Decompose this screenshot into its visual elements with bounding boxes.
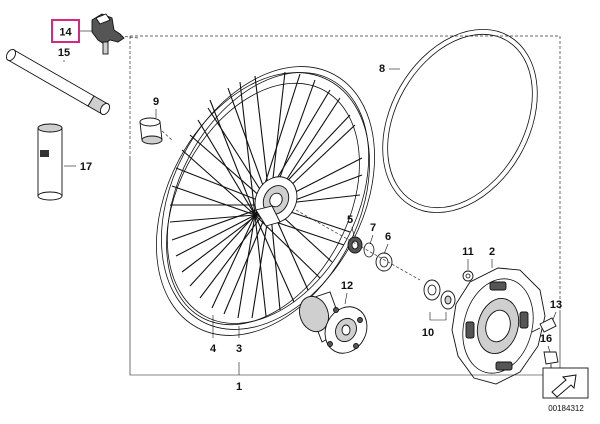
callout-14-label: 14 [59,27,72,39]
washer-12-part [462,270,474,282]
hub-part [299,291,368,354]
callout-16[interactable]: 16 [540,333,552,353]
callout-9-label: 9 [153,96,159,108]
callout-2[interactable]: 12 [341,280,353,305]
callout-17[interactable]: 17 [64,161,92,173]
callout-3[interactable]: 3 [236,326,242,355]
assembly-frame [129,35,561,310]
bolt-13-part [531,317,557,333]
callout-11-label: 2 [489,246,495,258]
callout-14[interactable]: 14 [51,19,92,43]
callout-12[interactable]: 11 [462,246,474,270]
callout-10-label: 10 [422,327,434,339]
callout-8-label: 8 [379,63,385,75]
callout-5-label: 5 [347,214,353,226]
callout-6-label: 6 [385,231,391,243]
callout-4[interactable]: 4 [210,315,217,355]
callout-13-label: 13 [550,299,562,311]
callout-9[interactable]: 9 [153,96,159,118]
callout-15-label: 15 [58,47,70,59]
callout-10[interactable]: 10 [422,312,447,339]
callout-2-label: 12 [341,280,353,292]
callout-16-label: 16 [540,333,552,345]
arrow-icon [542,367,589,399]
axle-line [295,209,421,281]
callout-7[interactable]: 7 [369,222,376,245]
ring-part [363,242,375,258]
wheel-hub [254,176,298,227]
tire-valve-part [91,13,139,55]
callout-15[interactable]: 15 [58,47,70,62]
reference-number: 00184312 [548,404,584,413]
callout-1-label: 1 [236,381,242,393]
brake-disc-part [451,267,546,385]
callout-12-label: 11 [462,246,474,258]
callout-5[interactable]: 5 [347,214,355,237]
callout-11[interactable]: 2 [489,246,495,268]
callout-6[interactable]: 6 [383,231,391,255]
rim-tape-part [382,28,538,214]
callout-14-highlight [51,19,80,43]
seal-part [347,236,363,254]
lubricant-can-part [37,123,63,201]
callout-8[interactable]: 8 [379,63,400,75]
bolt-16-part [543,351,559,368]
callout-1[interactable]: 1 [129,158,561,393]
axle-part [5,48,111,116]
callout-17-label: 17 [80,161,92,173]
bearing-part [375,252,393,272]
callout-4-label: 4 [210,343,217,355]
callout-7-label: 7 [370,222,376,234]
callout-3-label: 3 [236,343,242,355]
spacer-part [139,117,173,145]
spacer-10-part [423,279,456,310]
